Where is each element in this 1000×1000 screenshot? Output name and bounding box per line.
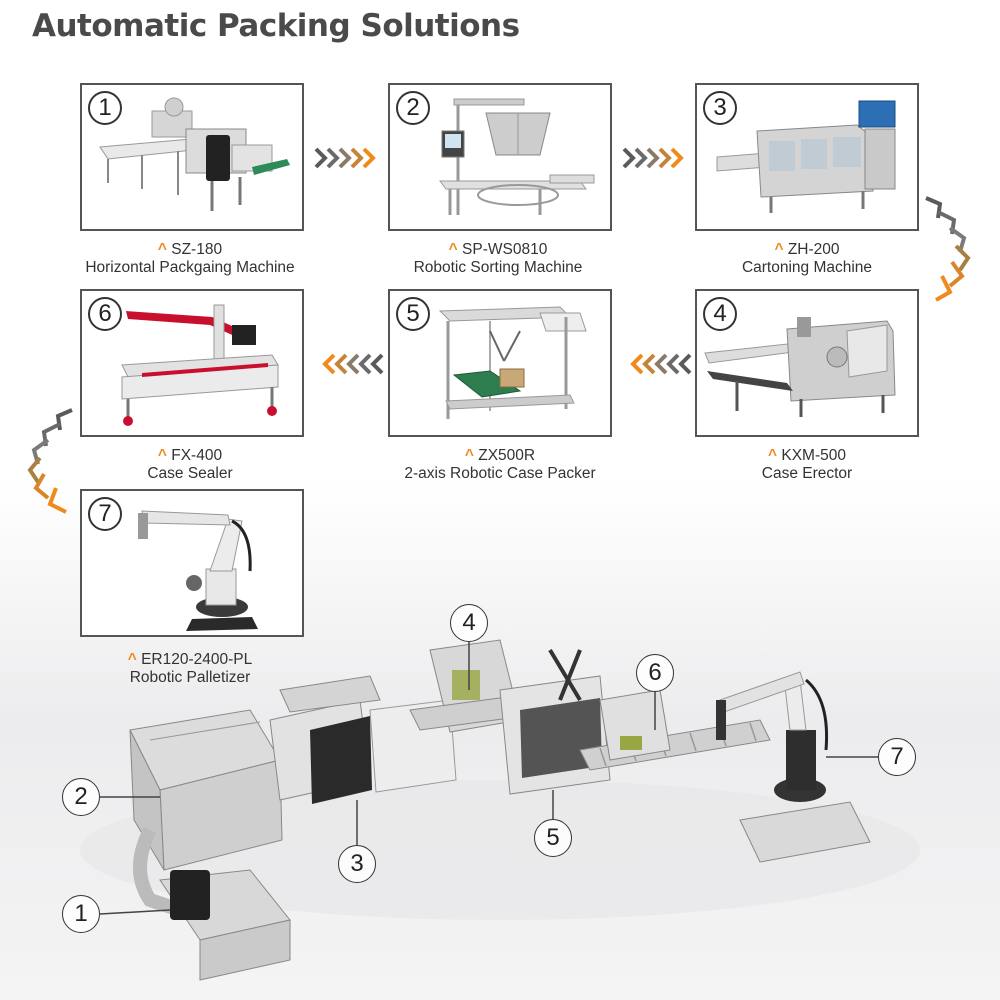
- step-number-badge: 4: [703, 297, 737, 331]
- machine-name: Robotic Sorting Machine: [413, 259, 583, 276]
- machine-name: Cartoning Machine: [741, 259, 873, 276]
- model-label: SZ-180: [40, 241, 340, 259]
- machine-name: Horizontal Packgaing Machine: [85, 259, 295, 276]
- robot-arm-icon: [138, 510, 258, 631]
- callout-7: 7: [878, 738, 916, 776]
- step-caption-4: KXM-500 Case Erector: [657, 447, 957, 483]
- step-caption-1: SZ-180 Horizontal Packgaing Machine: [40, 241, 340, 277]
- model-label: ZX500R: [350, 447, 650, 465]
- machine-name: Robotic Palletizer: [129, 669, 251, 686]
- step-card-3: 3: [695, 83, 919, 231]
- sorting-machine-icon: [439, 98, 595, 215]
- step-caption-2: SP-WS0810 Robotic Sorting Machine: [348, 241, 648, 277]
- model-label: ER120-2400-PL: [40, 651, 340, 669]
- machine-name: 2-axis Robotic Case Packer: [404, 465, 596, 482]
- step-caption-7: ER120-2400-PL Robotic Palletizer: [40, 651, 340, 687]
- callout-4: 4: [450, 604, 488, 642]
- flow-wrapper-machine-icon: [99, 97, 290, 211]
- step-number-badge: 2: [396, 91, 430, 125]
- flow-arrow-curve-down-left: [27, 408, 73, 514]
- case-erector-icon: [704, 317, 896, 417]
- model-label: ZH-200: [657, 241, 957, 259]
- callout-1: 1: [62, 895, 100, 933]
- flow-arrow-right-2: [622, 147, 684, 169]
- model-label: FX-400: [40, 447, 340, 465]
- step-card-5: 5: [388, 289, 612, 437]
- callout-5: 5: [534, 819, 572, 857]
- flow-arrow-curve-down-right: [925, 196, 971, 302]
- cartoning-machine-icon: [716, 100, 896, 213]
- step-card-1: 1: [80, 83, 304, 231]
- production-line-illustration: [80, 639, 920, 981]
- machine-name: Case Erector: [761, 465, 853, 482]
- step-caption-6: FX-400 Case Sealer: [40, 447, 340, 483]
- callout-3: 3: [338, 845, 376, 883]
- step-number-badge: 5: [396, 297, 430, 331]
- page-title: Automatic Packing Solutions: [32, 8, 520, 44]
- flow-arrow-left-2: [322, 353, 384, 375]
- step-card-7: 7: [80, 489, 304, 637]
- flow-arrow-right-1: [314, 147, 376, 169]
- flow-arrow-left-1: [630, 353, 692, 375]
- step-card-4: 4: [695, 289, 919, 437]
- step-number-badge: 7: [88, 497, 122, 531]
- step-card-2: 2: [388, 83, 612, 231]
- model-label: SP-WS0810: [348, 241, 648, 259]
- step-card-6: 6: [80, 289, 304, 437]
- step-caption-5: ZX500R 2-axis Robotic Case Packer: [350, 447, 650, 483]
- callout-6: 6: [636, 654, 674, 692]
- machine-name: Case Sealer: [147, 465, 233, 482]
- step-number-badge: 6: [88, 297, 122, 331]
- step-number-badge: 1: [88, 91, 122, 125]
- model-label: KXM-500: [657, 447, 957, 465]
- case-sealer-icon: [121, 304, 279, 426]
- step-number-badge: 3: [703, 91, 737, 125]
- case-packer-icon: [438, 306, 587, 419]
- step-caption-3: ZH-200 Cartoning Machine: [657, 241, 957, 277]
- callout-2: 2: [62, 778, 100, 816]
